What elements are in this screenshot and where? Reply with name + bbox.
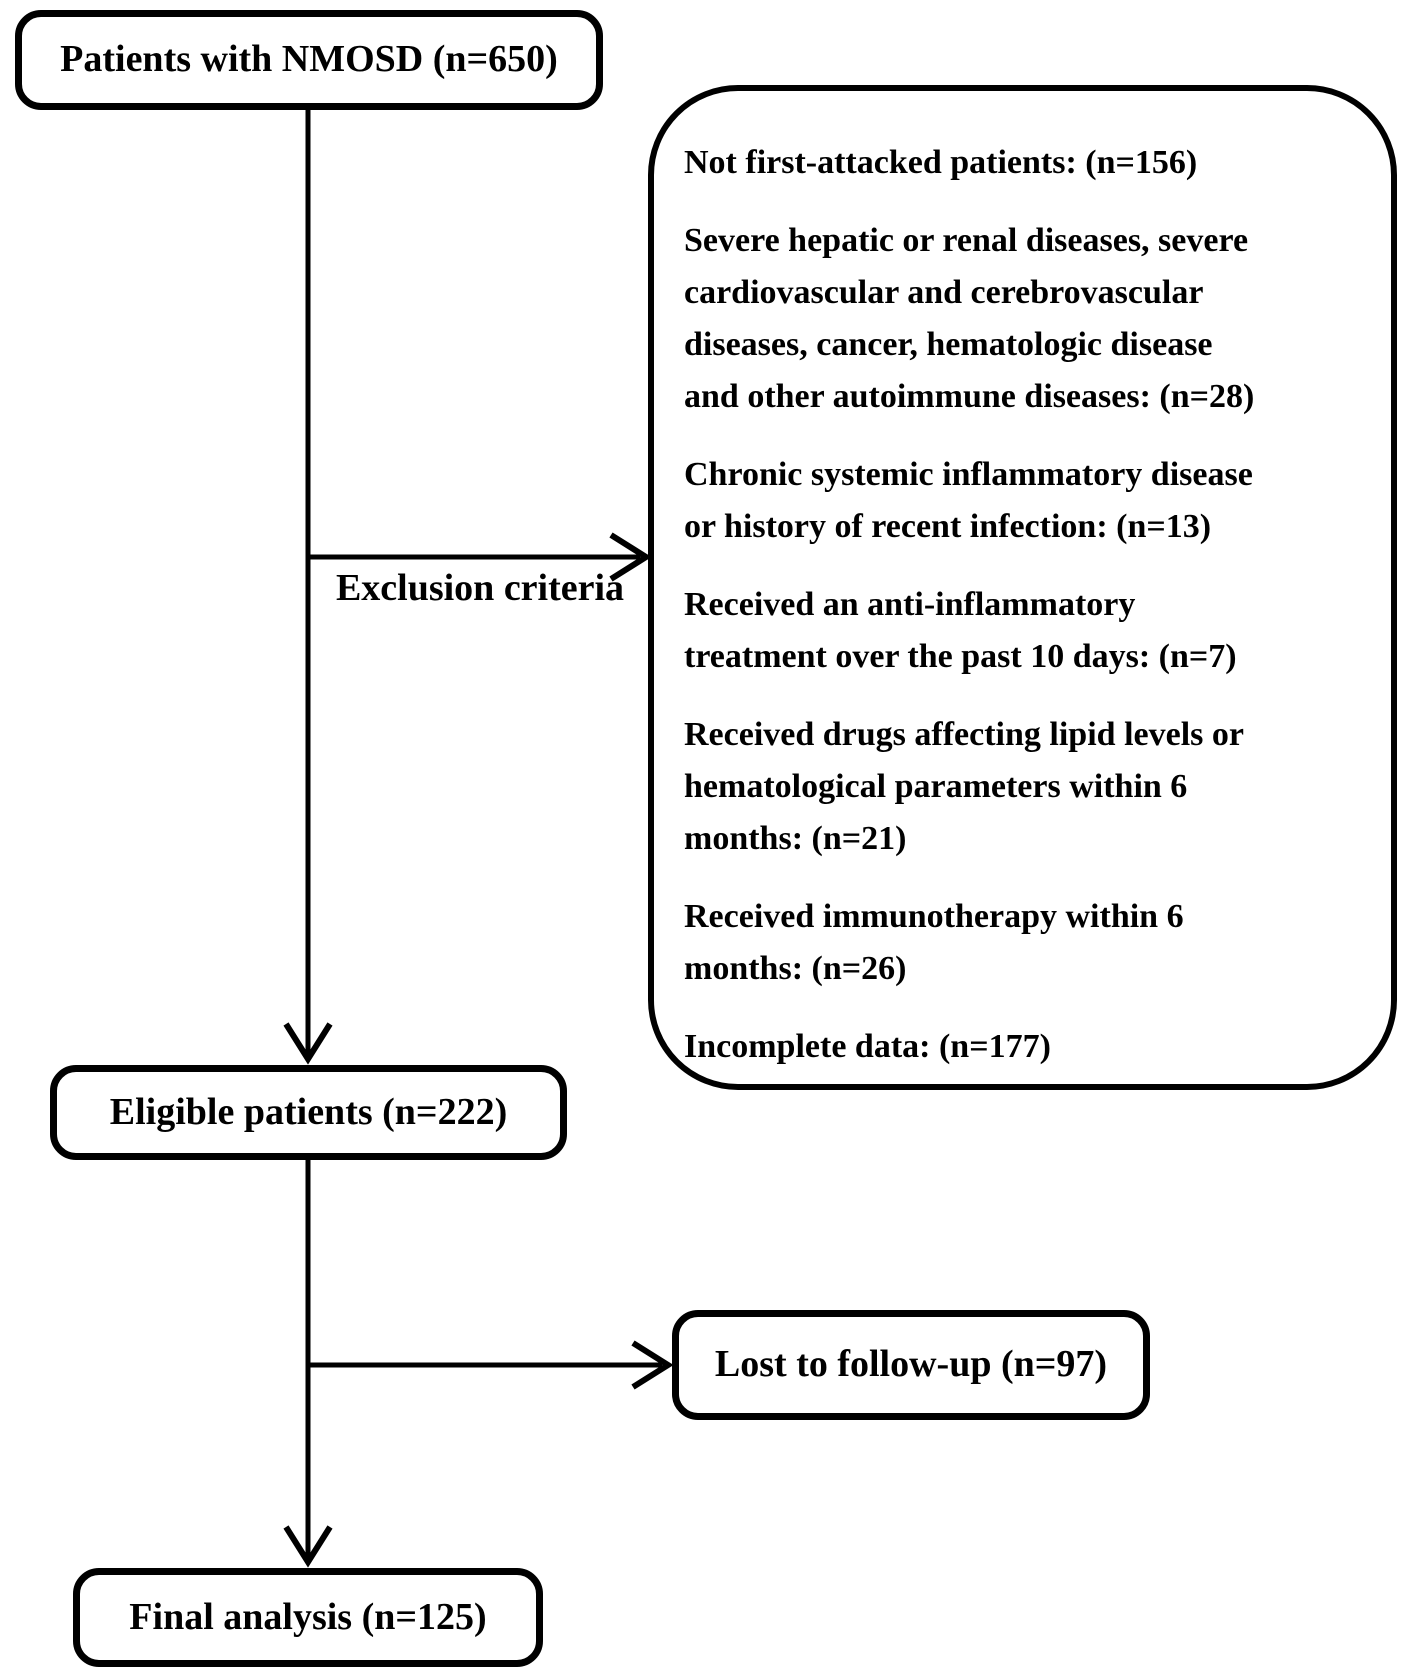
exclusion-item-not-first-attacked: Not first-attacked patients: (n=156) (684, 144, 1198, 181)
node-eligible-patients: Eligible patients (n=222) (50, 1065, 567, 1160)
node-final-analysis: Final analysis (n=125) (73, 1568, 543, 1667)
node-patients-label: Patients with NMOSD (n=650) (60, 38, 558, 81)
arrowhead-into-eligible (283, 1022, 333, 1065)
node-lost-label: Lost to follow-up (n=97) (714, 1343, 1108, 1386)
exclusion-item-lipid-drugs: Received drugs affecting lipid levels or… (684, 716, 1244, 857)
arrowhead-into-exclusion-box (609, 532, 652, 582)
exclusion-item-immunotherapy: Received immunotherapy within 6 months: … (684, 898, 1184, 987)
exclusion-item-incomplete-data: Incomplete data: (n=177) (684, 1028, 1051, 1065)
node-patients-with-nmosd: Patients with NMOSD (n=650) (15, 10, 603, 110)
arrowhead-into-lost-box (631, 1340, 674, 1390)
exclusion-item-severe-diseases: Severe hepatic or renal diseases, severe… (684, 222, 1255, 415)
exclusion-item-antiinflammatory-treatment: Received an anti-inflammatory treatment … (684, 586, 1237, 675)
exclusion-item-chronic-inflammatory: Chronic systemic inflammatory disease or… (684, 456, 1253, 545)
exclusion-criteria-label: Exclusion criteria (335, 567, 625, 609)
node-final-label: Final analysis (n=125) (129, 1595, 487, 1638)
arrowhead-into-final (283, 1525, 333, 1568)
exclusion-criteria-box: Not first-attacked patients: (n=156) Sev… (648, 85, 1397, 1090)
node-lost-to-followup: Lost to follow-up (n=97) (672, 1310, 1150, 1420)
node-eligible-label: Eligible patients (n=222) (109, 1090, 508, 1133)
